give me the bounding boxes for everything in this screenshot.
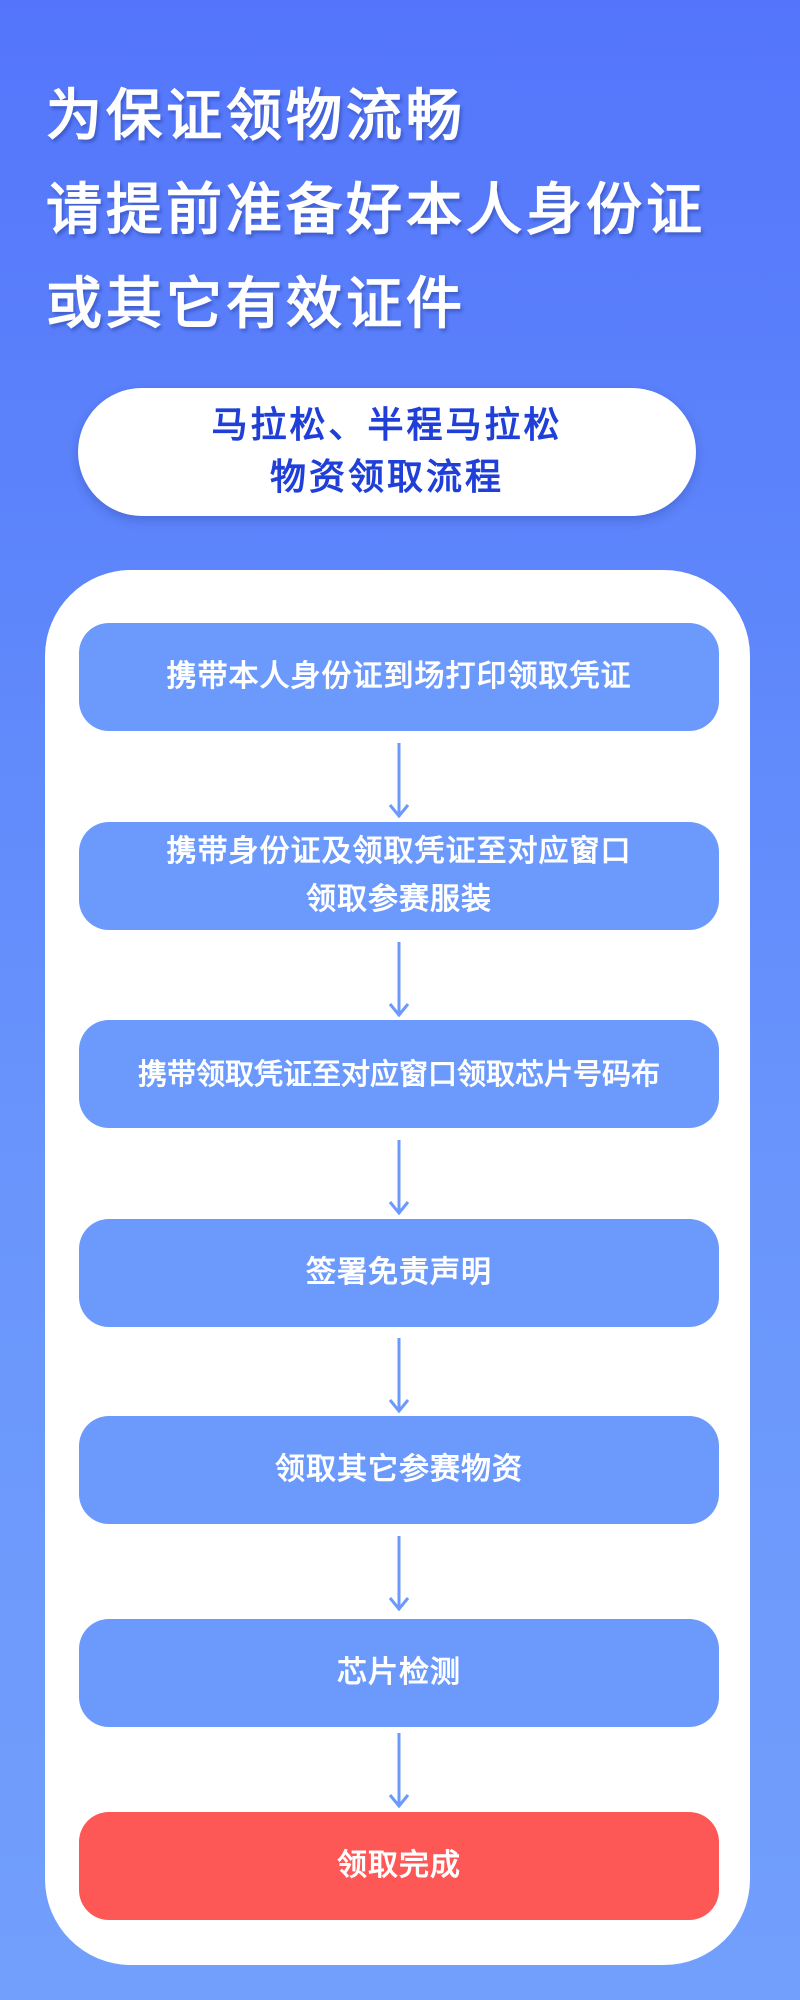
headline-line-1: 为保证领物流畅 bbox=[46, 84, 466, 149]
flow-step-2: 携带身份证及领取凭证至对应窗口 领取参赛服装 bbox=[79, 822, 719, 930]
flow-step-6-text: 芯片检测 bbox=[337, 1655, 461, 1690]
headline-line-2: 请提前准备好本人身份证 bbox=[46, 178, 706, 243]
flow-step-5-text: 领取其它参赛物资 bbox=[275, 1452, 523, 1487]
subtitle-line-2: 物资领取流程 bbox=[269, 457, 504, 498]
flow-step-1: 携带本人身份证到场打印领取凭证 bbox=[79, 623, 719, 731]
flow-step-1-text: 携带本人身份证到场打印领取凭证 bbox=[166, 659, 632, 694]
down-arrow-icon bbox=[388, 942, 410, 1017]
down-arrow-icon bbox=[388, 1733, 410, 1808]
headline-line-3: 或其它有效证件 bbox=[46, 272, 466, 337]
flow-step-6: 芯片检测 bbox=[79, 1619, 719, 1727]
flow-step-3-text: 携带领取凭证至对应窗口领取芯片号码布 bbox=[137, 1057, 660, 1091]
subtitle-line-1: 马拉松、半程马拉松 bbox=[211, 405, 563, 446]
subtitle-pill: 马拉松、半程马拉松 物资领取流程 bbox=[78, 388, 696, 516]
down-arrow-icon bbox=[388, 1140, 410, 1215]
down-arrow-icon bbox=[388, 1338, 410, 1413]
flow-step-complete-text: 领取完成 bbox=[337, 1848, 461, 1883]
down-arrow-icon bbox=[388, 743, 410, 818]
flow-step-4: 签署免责声明 bbox=[79, 1219, 719, 1327]
flow-step-4-text: 签署免责声明 bbox=[306, 1255, 492, 1290]
flow-step-3: 携带领取凭证至对应窗口领取芯片号码布 bbox=[79, 1020, 719, 1128]
down-arrow-icon bbox=[388, 1536, 410, 1611]
flow-step-2-text-line-1: 携带身份证及领取凭证至对应窗口 bbox=[166, 834, 632, 869]
headline: 为保证领物流畅 请提前准备好本人身份证 或其它有效证件 bbox=[46, 70, 766, 352]
flow-step-complete: 领取完成 bbox=[79, 1812, 719, 1920]
flow-step-2-text-line-2: 领取参赛服装 bbox=[306, 882, 492, 917]
flow-step-5: 领取其它参赛物资 bbox=[79, 1416, 719, 1524]
